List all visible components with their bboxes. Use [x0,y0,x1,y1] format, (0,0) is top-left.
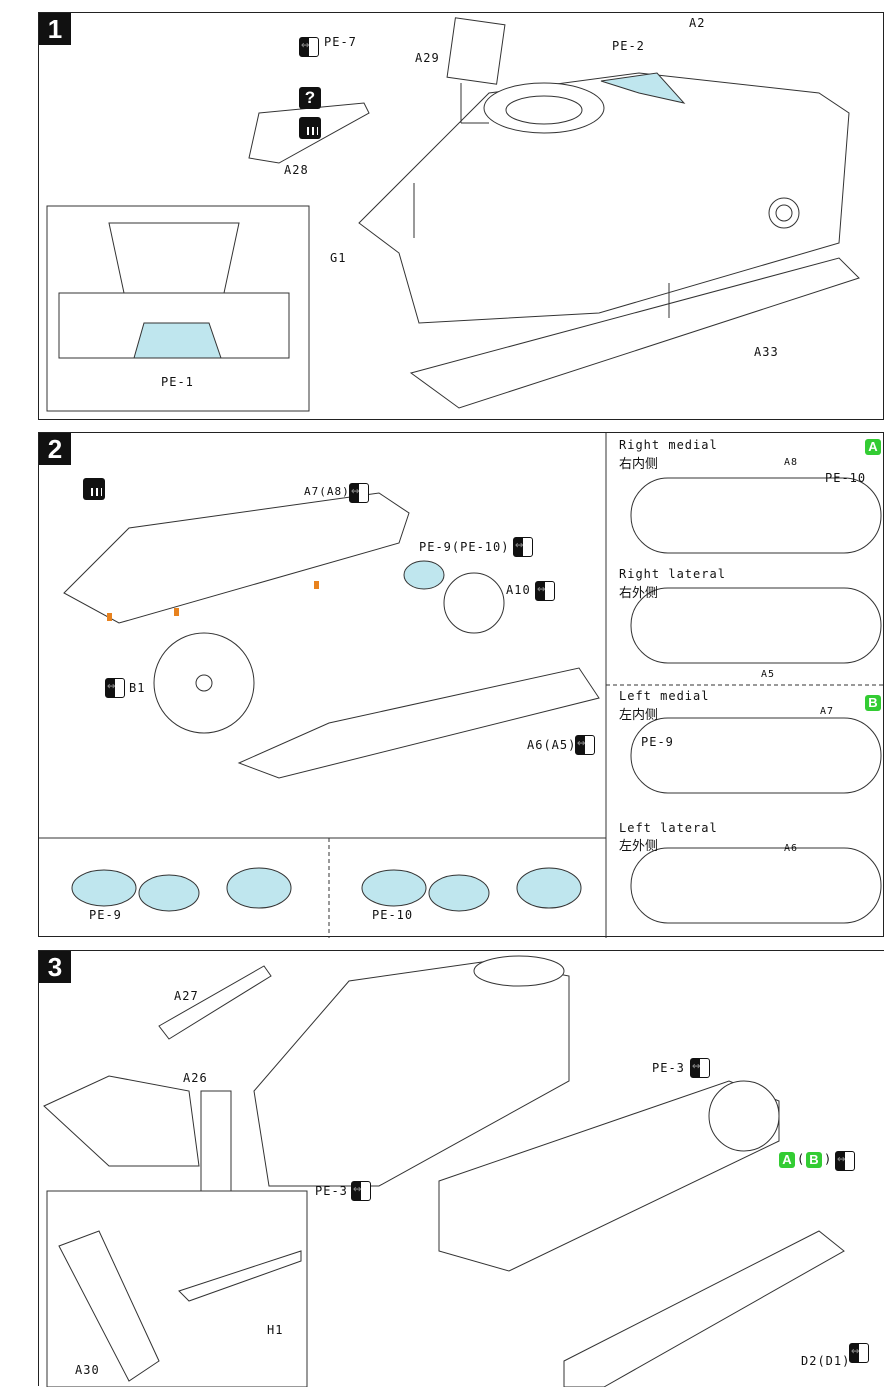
label-d2-d1: D2(D1) [801,1354,851,1368]
label-a27: A27 [174,989,199,1003]
label-g1: G1 [330,251,347,265]
track-frame-upper [63,492,410,624]
photo-etch-icon [513,537,533,557]
left-lateral-title-cn: 左外侧 [619,839,659,854]
badge-a: A [865,439,881,455]
badge-a: A [779,1152,795,1168]
step-number: 1 [39,13,71,45]
label-pe-10: PE-10 [372,908,414,922]
part-a29 [446,17,506,85]
part-a30 [58,1230,160,1382]
badge-b: B [806,1152,822,1168]
photo-etch-icon [835,1151,855,1171]
photo-etch-icon [351,1181,371,1201]
right-medial-title-cn: 右内侧 [619,457,659,472]
label-h1: H1 [267,1323,284,1337]
left-medial-title: Left medial [619,689,710,703]
photo-etch-icon [349,483,369,503]
step-number: 3 [39,951,71,983]
paren-open: ( [797,1152,806,1166]
part-pe-1 [133,322,222,359]
label-pe-1: PE-1 [161,375,194,389]
label-a30: A30 [75,1363,100,1377]
label-pe-2: PE-2 [612,39,645,53]
step-3-panel: 3 A27 A26 PE-3 PE-3 A ( B ) H1 A30 D2(D1… [38,950,884,1387]
label-b1: B1 [129,681,146,695]
label-a2: A2 [689,16,706,30]
front-assembly [43,1075,200,1167]
label-a29: A29 [415,51,440,65]
label-a28: A28 [284,163,309,177]
label-pe-7: PE-7 [324,35,357,49]
part-b1 [153,632,255,734]
label-pe-3-left: PE-3 [315,1184,348,1198]
paint-icon [299,117,321,139]
left-lateral-title: Left lateral [619,821,718,835]
right-medial-title: Right medial [619,438,718,452]
photo-etch-icon [690,1058,710,1078]
hull-body [253,960,570,1187]
label-a26: A26 [183,1071,208,1085]
label-pe-9: PE-9 [89,908,122,922]
step-number: 2 [39,433,71,465]
label-a7: A7 [820,706,835,717]
right-lateral-title: Right lateral [619,567,726,581]
track-assembly [438,1080,780,1272]
paint-icon [83,478,105,500]
side-view-tracks [630,477,882,924]
label-pe-9-pe-10: PE-9(PE-10) [419,540,510,554]
label-pe-10: PE-10 [825,471,867,485]
hull-body [358,72,850,324]
photo-etch-icon [105,678,125,698]
part-a10 [443,572,505,634]
left-medial-title-cn: 左内侧 [619,708,659,723]
turret-ring [483,82,605,134]
step-1-panel: 1 A2 PE-2 PE-7 ? A29 A28 G1 A33 PE-1 [38,12,884,420]
step-3-drawing [43,955,845,1387]
step-2-panel: 2 A7(A8) PE-9(PE-10) A10 B1 A6(A5) PE-9 … [38,432,884,938]
label-a6-a5: A6(A5) [527,738,577,752]
step-2-drawing [39,433,884,938]
right-lateral-title-cn: 右外侧 [619,586,659,601]
label-a10: A10 [506,583,531,597]
label-a7-a8: A7(A8) [304,485,350,498]
badge-b: B [865,695,881,711]
label-a33: A33 [754,345,779,359]
part-a33 [409,257,860,409]
photo-etch-icon [299,37,319,57]
part-d2-d1 [563,1230,845,1387]
label-a6: A6 [784,843,799,854]
label-a5: A5 [761,669,776,680]
photo-etch-icon [849,1343,869,1363]
sub-assembly-ref: A ( B ) [779,1151,859,1171]
part-pe-2 [600,72,686,104]
label-pe-9: PE-9 [641,735,674,749]
paren-close: ) [824,1152,833,1166]
part-a26 [200,1090,232,1192]
track-frame-lower [237,667,600,779]
step-1-drawing [46,17,860,412]
part-a27 [158,965,272,1040]
part-pe-9-pe-10 [403,560,445,590]
label-pe-3-right: PE-3 [652,1061,685,1075]
photo-etch-icon [535,581,555,601]
photo-etch-icon [575,735,595,755]
question-icon: ? [299,87,321,109]
label-a8: A8 [784,457,799,468]
part-h1 [178,1250,302,1302]
